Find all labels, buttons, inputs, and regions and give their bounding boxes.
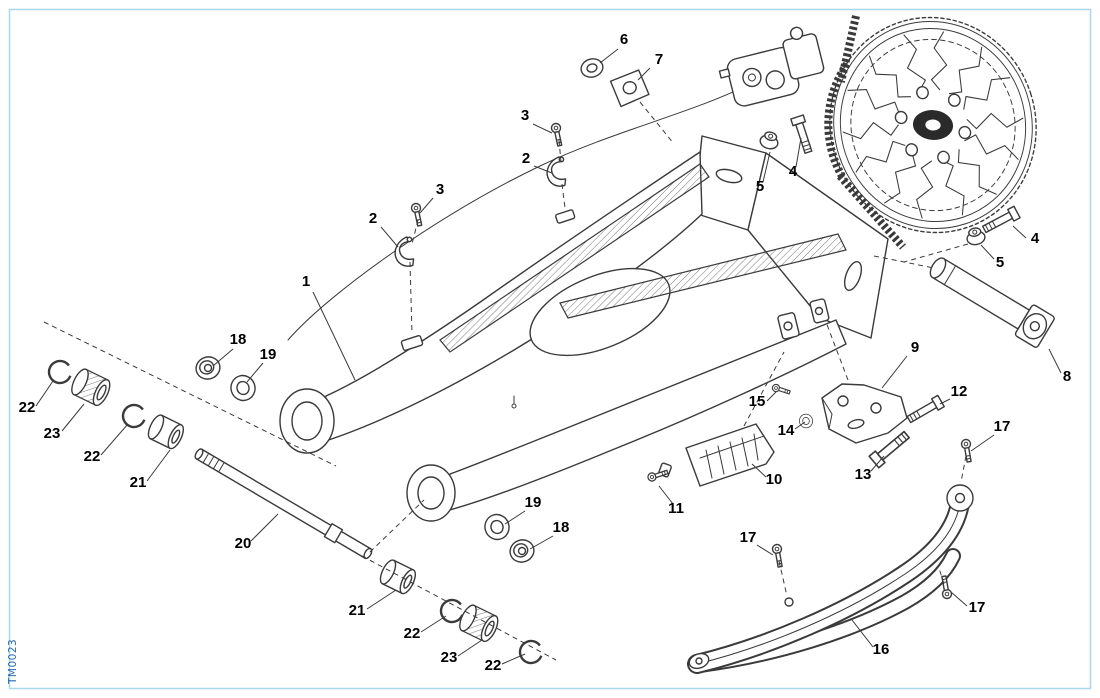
- hose-clamp-a: [543, 155, 570, 190]
- callout-8: 8: [1063, 368, 1071, 385]
- callout-17-b: 17: [740, 529, 757, 546]
- slider-screw-mid: [771, 543, 786, 569]
- callout-13: 13: [855, 466, 872, 483]
- alignment-lines: [43, 101, 969, 661]
- chain-slider: [687, 484, 974, 674]
- callout-18-b: 18: [553, 519, 570, 536]
- rear-sprocket: [829, 16, 1037, 234]
- pivot-bearing-group-left: [44, 353, 259, 452]
- callout-22-b: 22: [84, 448, 101, 465]
- pivot-shaft: [194, 448, 373, 560]
- washer: [227, 371, 259, 405]
- brake-caliper: [718, 26, 825, 107]
- callout-2-b: 2: [369, 210, 377, 227]
- guide-plate: [609, 69, 650, 108]
- callout-22-d: 22: [485, 657, 502, 674]
- circlip-icon: [118, 400, 150, 432]
- page-border: [8, 8, 1092, 690]
- callout-16: 16: [873, 641, 890, 658]
- callout-15: 15: [749, 393, 766, 410]
- callout-5-a: 5: [756, 178, 764, 195]
- flange-nut-a: [757, 129, 782, 152]
- chain-guide-bracket: [821, 383, 908, 444]
- callout-21-a: 21: [130, 474, 147, 491]
- rear-axle: [929, 257, 1055, 348]
- circlip-icon: [515, 636, 547, 668]
- bracket-bolt-upper: [905, 394, 945, 426]
- callout-19-a: 19: [260, 346, 277, 363]
- callout-22-a: 22: [19, 399, 36, 416]
- pivot-bearing-group-right: [376, 510, 547, 668]
- callout-10: 10: [766, 471, 783, 488]
- callout-7: 7: [655, 51, 663, 68]
- chain-guide-block: [685, 423, 775, 487]
- needle-bearing: [455, 602, 502, 645]
- caliper-bolt-a: [790, 114, 816, 155]
- callout-5-b: 5: [996, 254, 1004, 271]
- hex-nut: [506, 536, 538, 566]
- swingarm: [279, 135, 889, 522]
- bracket-washer: [797, 412, 815, 430]
- drawing-code: TM0023: [7, 639, 19, 685]
- washer: [481, 510, 513, 544]
- callout-17-a: 17: [994, 418, 1011, 435]
- caliper-bolt-b: [980, 205, 1021, 236]
- callout-3-a: 3: [521, 107, 529, 124]
- clamp-screw-a: [549, 121, 565, 148]
- callout-4-a: 4: [789, 163, 798, 180]
- callout-20: 20: [235, 535, 252, 552]
- callout-12: 12: [951, 383, 968, 400]
- flange-nut-b: [964, 225, 987, 247]
- callout-14: 14: [778, 422, 795, 439]
- circlip-icon: [44, 356, 76, 388]
- bushing: [376, 557, 420, 597]
- leader-lines: [35, 48, 1062, 665]
- drive-chain: [824, 15, 906, 250]
- callout-21-b: 21: [349, 602, 366, 619]
- grommet: [580, 58, 604, 78]
- callout-4-b: 4: [1031, 230, 1040, 247]
- callout-3-b: 3: [436, 181, 444, 198]
- callout-22-c: 22: [404, 625, 421, 642]
- callout-2-a: 2: [522, 150, 530, 167]
- needle-bearing: [67, 366, 114, 409]
- callout-6: 6: [620, 31, 628, 48]
- callout-23-b: 23: [441, 649, 458, 666]
- callout-9: 9: [911, 339, 919, 356]
- guide-block-bolt: [646, 467, 670, 483]
- callout-18-a: 18: [230, 331, 247, 348]
- callout-17-c: 17: [969, 599, 986, 616]
- bushing: [144, 412, 188, 452]
- callout-1: 1: [302, 273, 310, 290]
- callout-19-b: 19: [525, 494, 542, 511]
- callout-23-a: 23: [44, 425, 61, 442]
- callouts: 6 7 3 2 3 2 1 5 4 4 5 8 9 15 14 12 13 10…: [19, 31, 1072, 674]
- hex-nut: [192, 353, 224, 383]
- callout-11: 11: [668, 500, 684, 517]
